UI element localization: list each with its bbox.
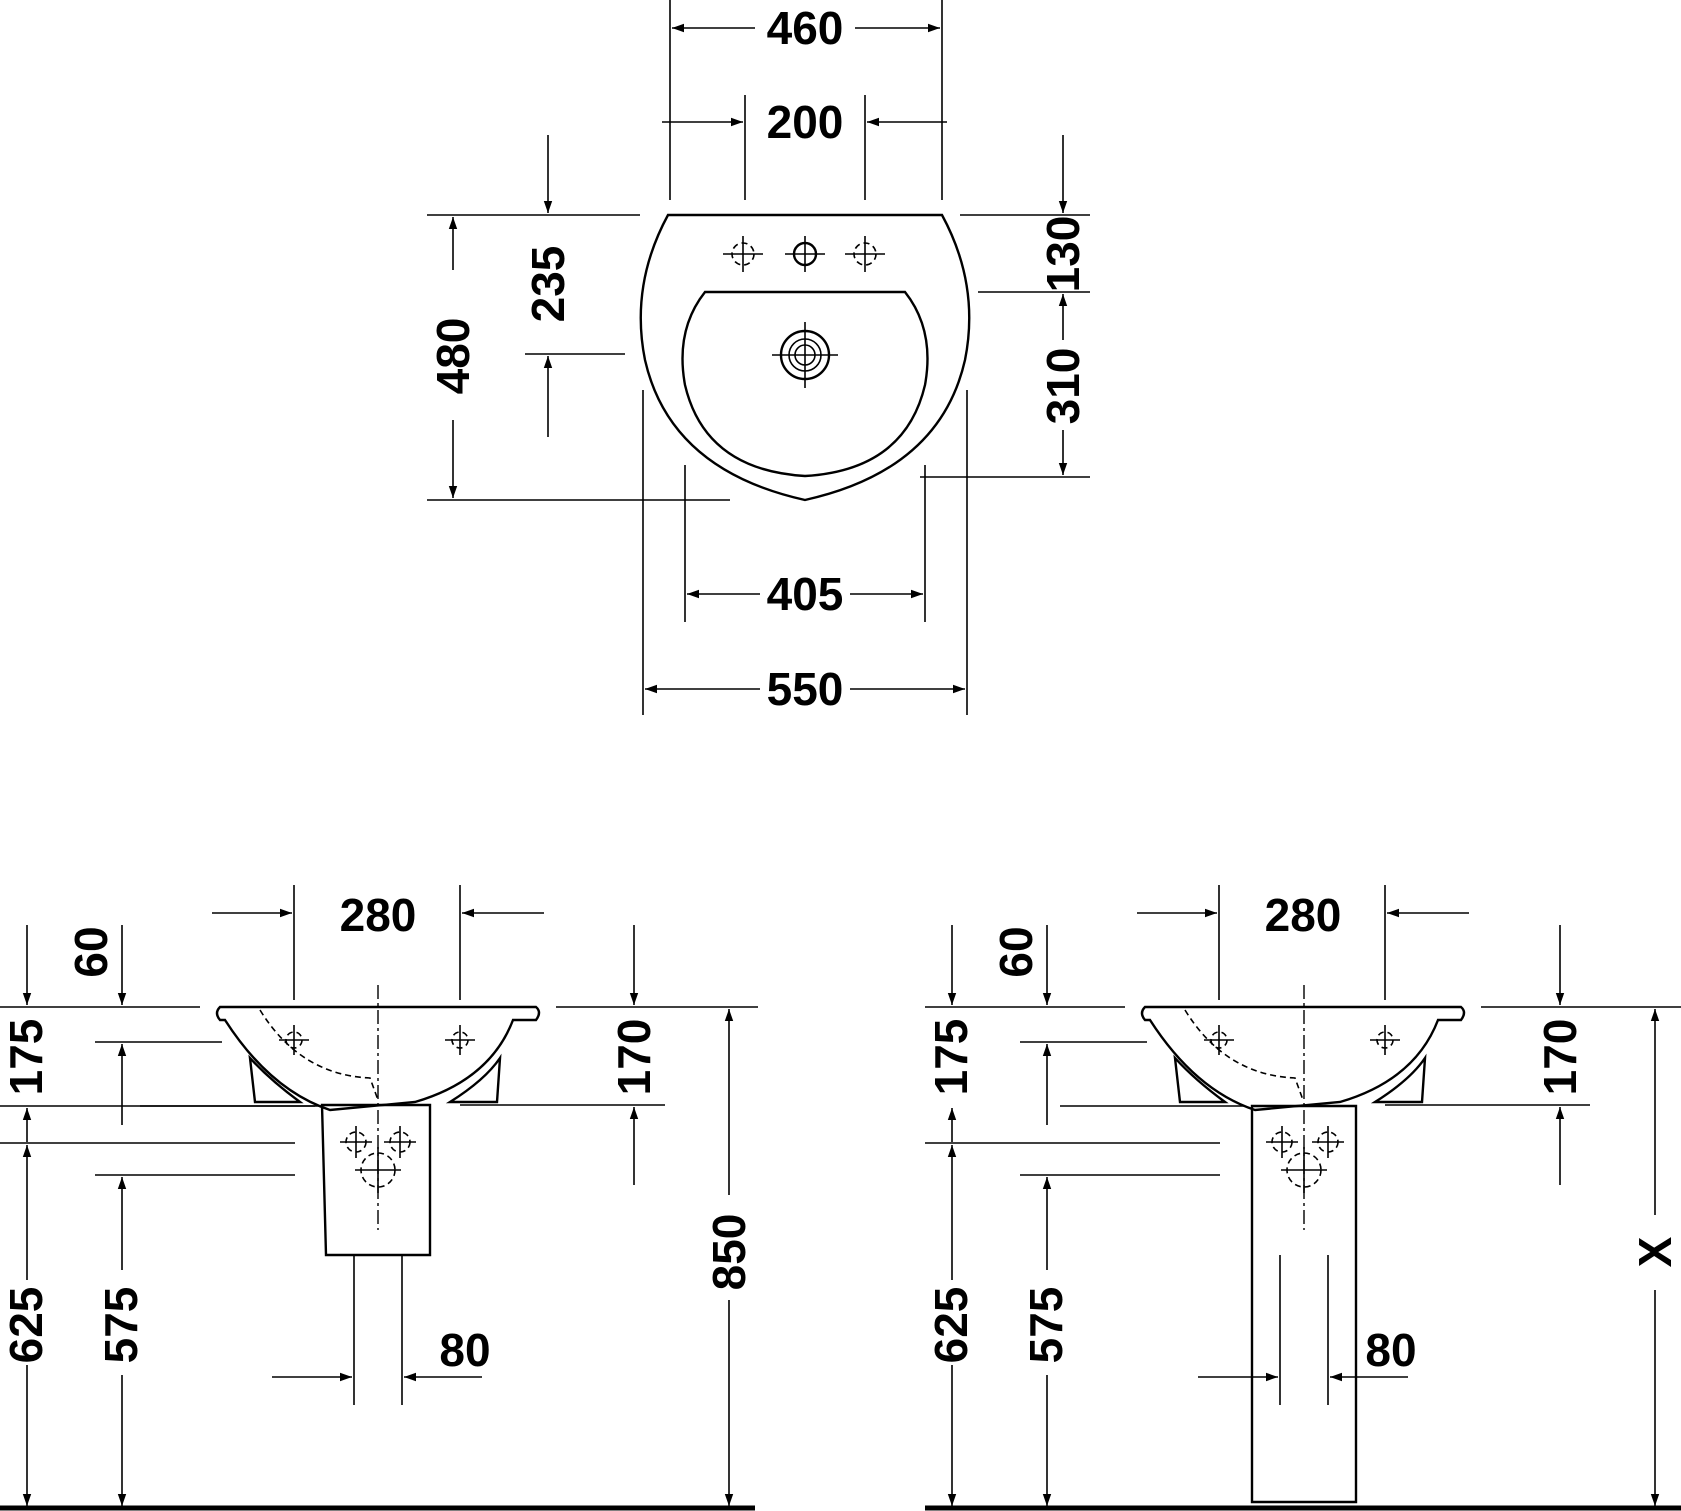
- dim-550: 550: [767, 663, 844, 715]
- semi-pedestal: [320, 1103, 432, 1257]
- dim-850: 850: [703, 1214, 755, 1291]
- right-view: 280 60 175 625 575 170 X: [925, 885, 1681, 1511]
- dim-x: X: [1629, 1236, 1681, 1267]
- dim-235: 235: [522, 246, 574, 323]
- dim-575: 575: [1020, 1287, 1072, 1364]
- dim-405: 405: [767, 568, 844, 620]
- dim-280: 280: [1265, 889, 1342, 941]
- dim-625: 625: [925, 1287, 977, 1364]
- dim-130: 130: [1037, 216, 1089, 293]
- basin-bowl: [681, 290, 929, 478]
- basin-side: [215, 1005, 541, 1112]
- basin-side: [1140, 1005, 1466, 1112]
- left-view: 280 60 175 625 575 170 850: [0, 885, 758, 1511]
- tap-hole-icon: [1204, 1025, 1400, 1055]
- dim-480: 480: [427, 318, 479, 395]
- dim-80: 80: [439, 1324, 490, 1376]
- basin-outline: [639, 213, 971, 502]
- dim-80: 80: [1365, 1324, 1416, 1376]
- dim-310: 310: [1037, 348, 1089, 425]
- dim-175: 175: [925, 1019, 977, 1096]
- dim-200: 200: [767, 96, 844, 148]
- tap-hole-icon: [279, 1025, 475, 1055]
- dim-625: 625: [0, 1287, 52, 1364]
- dim-175: 175: [0, 1019, 52, 1096]
- dim-60: 60: [990, 926, 1042, 977]
- top-view: 460 200 480 235 130 310: [427, 0, 1090, 715]
- dim-460: 460: [767, 2, 844, 54]
- dim-60: 60: [65, 926, 117, 977]
- dim-575: 575: [95, 1287, 147, 1364]
- dim-170: 170: [1534, 1019, 1586, 1096]
- dim-170: 170: [608, 1019, 660, 1096]
- drain-icon: [772, 322, 838, 388]
- dim-280: 280: [340, 889, 417, 941]
- pedestal: [1250, 1104, 1358, 1504]
- tap-hole-icon: [723, 236, 885, 272]
